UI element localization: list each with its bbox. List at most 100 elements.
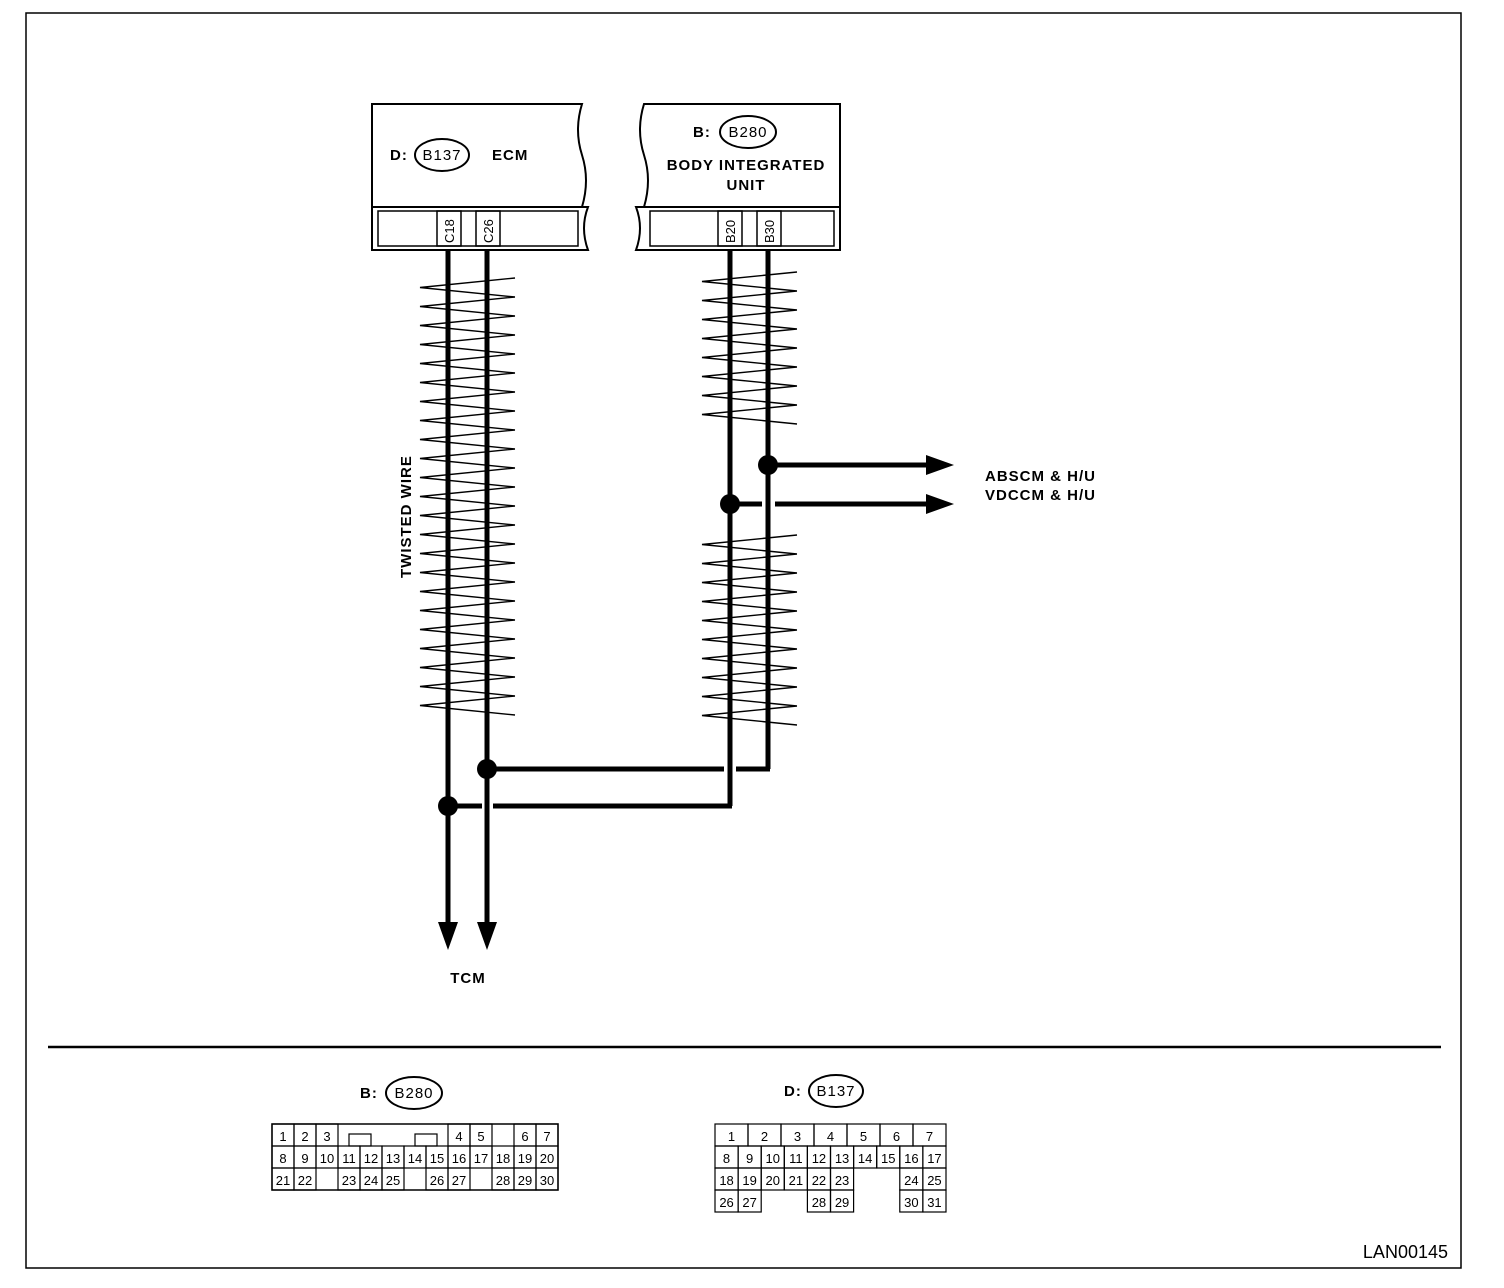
connector-pin-number: 30 — [904, 1195, 918, 1210]
connector-pin-number: 25 — [927, 1173, 941, 1188]
connector-pin-number: 8 — [279, 1151, 286, 1166]
connector-pin-number: 16 — [904, 1151, 918, 1166]
arrow-tcm-c18 — [438, 922, 458, 950]
connector-pin-number: 21 — [789, 1173, 803, 1188]
connector-pin-number: 10 — [766, 1151, 780, 1166]
connector-pin-number: 24 — [364, 1173, 378, 1188]
connector-pin-number: 12 — [364, 1151, 378, 1166]
connector-pin-number: 22 — [812, 1173, 826, 1188]
twist-zigzag — [701, 271, 798, 425]
connector-pin-number: 26 — [430, 1173, 444, 1188]
connector-pin-number: 28 — [496, 1173, 510, 1188]
biu-pin-b20: B20 — [723, 220, 738, 243]
abscm-label: ABSCM & H/U — [985, 468, 1096, 485]
twisted-wire-label: TWISTED WIRE — [398, 455, 415, 578]
connector-pin-number: 19 — [518, 1151, 532, 1166]
connector-pin-number: 19 — [742, 1173, 756, 1188]
connector-cell — [829, 1189, 855, 1213]
connector-pin-number: 6 — [893, 1129, 900, 1144]
connector-pin-number: 25 — [386, 1173, 400, 1188]
connector-pin-number: 4 — [827, 1129, 834, 1144]
connector-pin-number: 10 — [320, 1151, 334, 1166]
twist-zigzag — [419, 277, 516, 716]
connector-pin-number: 23 — [835, 1173, 849, 1188]
connector-pin-number: 30 — [540, 1173, 554, 1188]
ecm-conn-oval — [414, 138, 470, 172]
ecm-pin-c18: C18 — [442, 219, 457, 243]
b137-prefix: D: — [784, 1083, 802, 1100]
connector-pin-number: 6 — [521, 1129, 528, 1144]
connector-pin-number: 21 — [276, 1173, 290, 1188]
connector-pin-number: 20 — [766, 1173, 780, 1188]
connector-pin-number: 15 — [881, 1151, 895, 1166]
connector-pin-number: 4 — [455, 1129, 462, 1144]
tcm-label: TCM — [450, 970, 486, 987]
outer-border — [25, 12, 1462, 1269]
connector-pin-number: 22 — [298, 1173, 312, 1188]
vdccm-label: VDCCM & H/U — [985, 487, 1096, 504]
b280-prefix: B: — [360, 1085, 378, 1102]
connector-pin-number: 1 — [279, 1129, 286, 1144]
connector-pin-number: 13 — [835, 1151, 849, 1166]
connector-pin-number: 5 — [860, 1129, 867, 1144]
connector-pin-number: 3 — [323, 1129, 330, 1144]
connector-pin-number: 12 — [812, 1151, 826, 1166]
connector-pin-number: 24 — [904, 1173, 918, 1188]
connector-pin-number: 5 — [477, 1129, 484, 1144]
connector-pin-number: 1 — [728, 1129, 735, 1144]
connector-key — [348, 1133, 372, 1147]
twist-zigzag — [701, 534, 798, 726]
connector-pin-number: 9 — [301, 1151, 308, 1166]
arrow-vdccm — [926, 494, 954, 514]
connector-pin-number: 18 — [719, 1173, 733, 1188]
connector-pin-number: 14 — [858, 1151, 872, 1166]
connector-pin-number: 9 — [746, 1151, 753, 1166]
biu-conn-prefix: B: — [693, 124, 711, 141]
arrow-abscm — [926, 455, 954, 475]
b280-outline — [271, 1123, 559, 1191]
connector-pin-number: 18 — [496, 1151, 510, 1166]
connector-pin-number: 13 — [386, 1151, 400, 1166]
ecm-pin-c26: C26 — [481, 219, 496, 243]
ecm-conn-id: B137 — [422, 147, 461, 164]
connector-pin-number: 2 — [301, 1129, 308, 1144]
connector-pin-number: 8 — [723, 1151, 730, 1166]
connector-cell — [737, 1189, 762, 1213]
biu-label-line1: BODY INTEGRATED — [667, 157, 826, 174]
arrowheads — [438, 455, 954, 950]
connector-pin-number: 31 — [927, 1195, 941, 1210]
connector-key — [414, 1133, 438, 1147]
twisted-wire-pattern — [419, 271, 798, 726]
connector-cell — [922, 1189, 947, 1213]
biu-box: B20 B30 B: B280 BODY INTEGRATED UNIT — [634, 103, 841, 251]
connector-pin-number: 29 — [835, 1195, 849, 1210]
diagram-code: LAN00145 — [1363, 1242, 1448, 1262]
connector-pin-number: 17 — [474, 1151, 488, 1166]
connector-pin-number: 14 — [408, 1151, 422, 1166]
b280-oval — [385, 1076, 443, 1110]
connector-pin-number: 7 — [926, 1129, 933, 1144]
ecm-box: C18 C26 D: B137 ECM — [371, 103, 590, 251]
connector-pin-number: 2 — [761, 1129, 768, 1144]
ecm-label: ECM — [492, 147, 528, 164]
biu-conn-id: B280 — [728, 124, 767, 141]
biu-conn-oval — [719, 115, 777, 149]
connector-pin-number: 28 — [812, 1195, 826, 1210]
wires — [445, 250, 930, 930]
b137-oval — [808, 1074, 864, 1108]
connector-pin-number: 20 — [540, 1151, 554, 1166]
connector-pin-number: 7 — [543, 1129, 550, 1144]
connector-pin-number: 27 — [452, 1173, 466, 1188]
connector-pin-number: 11 — [789, 1151, 803, 1166]
connector-pin-number: 3 — [794, 1129, 801, 1144]
biu-label-line2: UNIT — [727, 177, 766, 194]
ecm-conn-prefix: D: — [390, 147, 408, 164]
connector-pin-number: 23 — [342, 1173, 356, 1188]
b280-id: B280 — [394, 1085, 433, 1102]
connector-pin-number: 17 — [927, 1151, 941, 1166]
biu-pin-b30: B30 — [762, 220, 777, 243]
connector-pin-number: 16 — [452, 1151, 466, 1166]
